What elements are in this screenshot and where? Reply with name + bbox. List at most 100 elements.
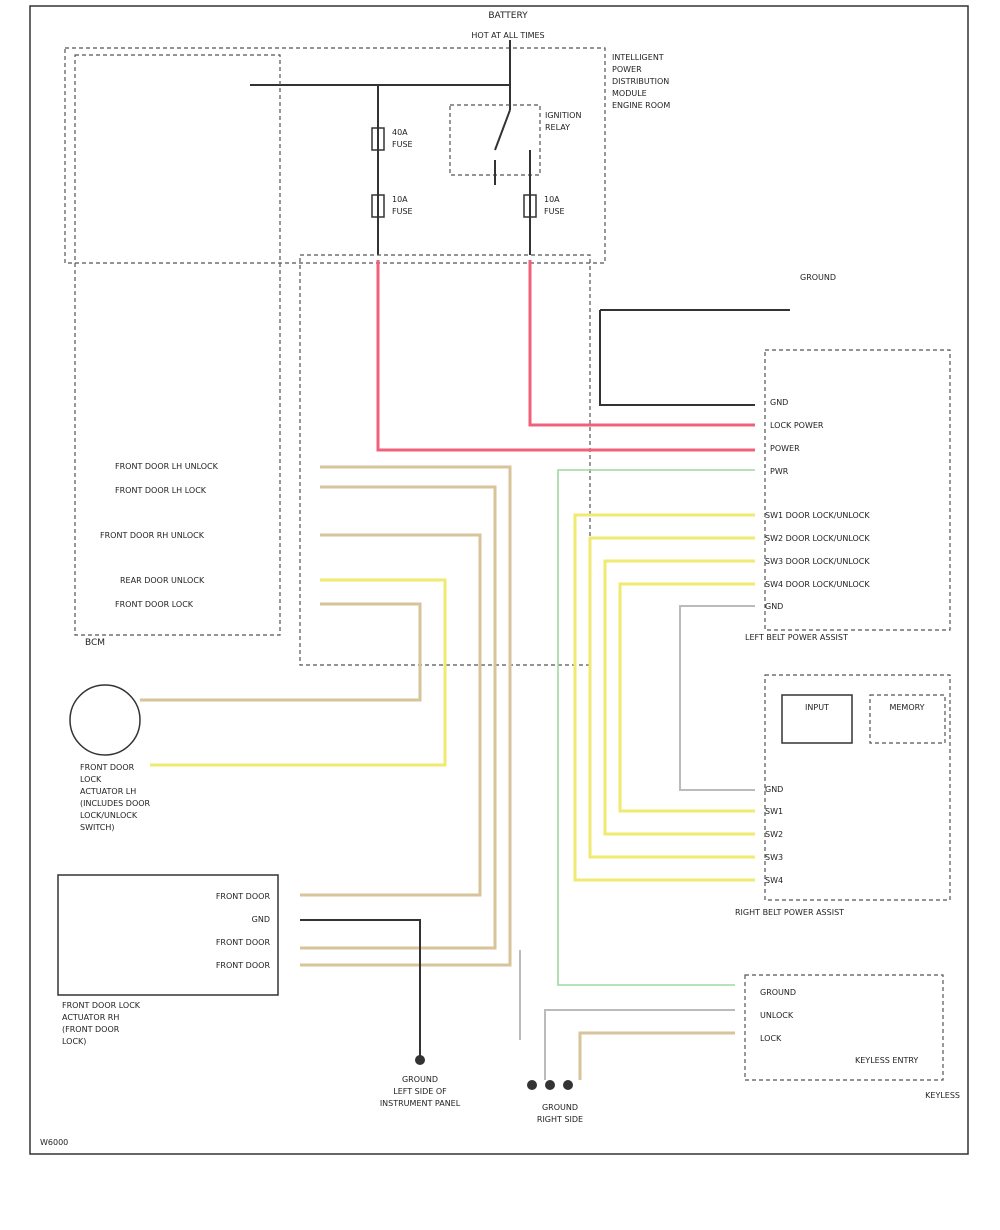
door-actuator-label: FRONT DOOR LOCK ACTUATOR LH (INCLUDES DO… bbox=[80, 763, 151, 832]
svg-text:LOCK/UNLOCK: LOCK/UNLOCK bbox=[80, 811, 138, 820]
svg-text:RIGHT SIDE: RIGHT SIDE bbox=[537, 1115, 583, 1124]
svg-text:RELAY: RELAY bbox=[545, 123, 570, 132]
input-block-label: INPUT bbox=[805, 703, 829, 712]
ipdm-box bbox=[64, 47, 606, 264]
left-module-box bbox=[764, 349, 951, 631]
switch-wire-3 bbox=[603, 559, 755, 836]
ground-point-1-label: GROUND LEFT SIDE OF INSTRUMENT PANEL bbox=[380, 1075, 461, 1108]
svg-text:10A: 10A bbox=[392, 195, 408, 204]
fuse-2: 10A FUSE bbox=[371, 194, 413, 218]
ground-point-2a bbox=[527, 1080, 537, 1090]
bcm-pin-1: FRONT DOOR LH UNLOCK bbox=[115, 462, 219, 471]
svg-text:ACTUATOR RH: ACTUATOR RH bbox=[62, 1013, 119, 1022]
svg-text:ACTUATOR LH: ACTUATOR LH bbox=[80, 787, 136, 796]
svg-text:SW4: SW4 bbox=[765, 876, 783, 885]
svg-text:POWER: POWER bbox=[612, 65, 642, 74]
svg-text:FRONT DOOR LOCK: FRONT DOOR LOCK bbox=[62, 1001, 141, 1010]
svg-text:FRONT DOOR: FRONT DOOR bbox=[216, 892, 271, 901]
ground-point-2b bbox=[545, 1080, 555, 1090]
bcm-title: BCM bbox=[85, 638, 105, 648]
switch-wire-4 bbox=[618, 582, 755, 813]
bottom-module-box bbox=[744, 974, 944, 1081]
wire-lh-unlock bbox=[300, 465, 512, 967]
corner-id-right: KEYLESS bbox=[925, 1091, 960, 1100]
svg-text:(FRONT DOOR: (FRONT DOOR bbox=[62, 1025, 120, 1034]
left-module-pin-1: GND bbox=[770, 398, 788, 407]
memory-block bbox=[869, 694, 946, 744]
ground-label-top: GROUND bbox=[800, 273, 836, 282]
svg-text:GROUND: GROUND bbox=[760, 988, 796, 997]
svg-text:FRONT DOOR: FRONT DOOR bbox=[216, 938, 271, 947]
svg-text:FRONT DOOR: FRONT DOOR bbox=[80, 763, 135, 772]
right-module-box bbox=[764, 674, 951, 901]
wire-unlock-bottom bbox=[544, 1009, 735, 1080]
svg-text:INTELLIGENT: INTELLIGENT bbox=[612, 53, 664, 62]
svg-text:LOCK: LOCK bbox=[760, 1034, 782, 1043]
wire-rh-unlock bbox=[300, 533, 482, 897]
left-module-pin-4: PWR bbox=[770, 467, 789, 476]
bottom-module-title: KEYLESS ENTRY bbox=[855, 1056, 918, 1065]
svg-text:UNLOCK: UNLOCK bbox=[760, 1011, 794, 1020]
ipdm-title: INTELLIGENT POWER DISTRIBUTION MODULE EN… bbox=[612, 53, 670, 110]
wire-lock-bottom bbox=[578, 1031, 735, 1080]
relay-contact bbox=[494, 109, 531, 255]
svg-text:SW3 DOOR LOCK/UNLOCK: SW3 DOOR LOCK/UNLOCK bbox=[765, 557, 870, 566]
right-module-pins: GND SW1 SW2 SW3 SW4 bbox=[765, 785, 783, 885]
bcm-left-area bbox=[74, 54, 281, 636]
rear-door-pins: FRONT DOOR GND FRONT DOOR FRONT DOOR bbox=[216, 892, 271, 970]
svg-text:GROUND: GROUND bbox=[542, 1103, 578, 1112]
switch-wire-gnd bbox=[679, 605, 755, 791]
bcm-pin-3: FRONT DOOR RH UNLOCK bbox=[100, 531, 205, 540]
svg-text:DISTRIBUTION: DISTRIBUTION bbox=[612, 77, 669, 86]
svg-text:(INCLUDES DOOR: (INCLUDES DOOR bbox=[80, 799, 151, 808]
svg-text:GND: GND bbox=[765, 785, 783, 794]
ground-point-1 bbox=[415, 1055, 425, 1065]
svg-text:ENGINE ROOM: ENGINE ROOM bbox=[612, 101, 670, 110]
svg-text:GND: GND bbox=[252, 915, 270, 924]
power-wire-1 bbox=[376, 260, 755, 452]
svg-text:INSTRUMENT PANEL: INSTRUMENT PANEL bbox=[380, 1099, 461, 1108]
signal-wire-green bbox=[557, 469, 755, 986]
right-module-title: RIGHT BELT POWER ASSIST bbox=[735, 908, 844, 917]
svg-text:LOCK: LOCK bbox=[80, 775, 102, 784]
svg-text:MODULE: MODULE bbox=[612, 89, 647, 98]
wire-rear-unlock bbox=[150, 578, 447, 767]
diagram-frame bbox=[29, 5, 969, 1155]
rear-door-label: FRONT DOOR LOCK ACTUATOR RH (FRONT DOOR … bbox=[62, 1001, 141, 1046]
left-module-title: LEFT BELT POWER ASSIST bbox=[745, 633, 848, 642]
svg-text:10A: 10A bbox=[544, 195, 560, 204]
power-wire-2 bbox=[528, 260, 755, 427]
svg-text:GND: GND bbox=[765, 602, 783, 611]
ground-wire-top bbox=[599, 309, 790, 406]
svg-text:40A: 40A bbox=[392, 128, 408, 137]
door-actuator-lh bbox=[69, 684, 141, 756]
switch-labels: SW1 DOOR LOCK/UNLOCK SW2 DOOR LOCK/UNLOC… bbox=[765, 511, 870, 611]
svg-text:FRONT DOOR: FRONT DOOR bbox=[216, 961, 271, 970]
svg-text:LEFT SIDE OF: LEFT SIDE OF bbox=[393, 1087, 447, 1096]
relay-label: IGNITION RELAY bbox=[545, 111, 581, 132]
battery-sub: HOT AT ALL TIMES bbox=[471, 31, 544, 40]
memory-block-label: MEMORY bbox=[889, 703, 924, 712]
svg-text:SW3: SW3 bbox=[765, 853, 783, 862]
svg-text:SW4 DOOR LOCK/UNLOCK: SW4 DOOR LOCK/UNLOCK bbox=[765, 580, 870, 589]
input-block bbox=[781, 694, 853, 744]
rear-door-box bbox=[57, 874, 279, 996]
wire-front-lock bbox=[140, 602, 422, 702]
switch-wire-1 bbox=[573, 513, 755, 882]
svg-text:SWITCH): SWITCH) bbox=[80, 823, 115, 832]
svg-text:FUSE: FUSE bbox=[392, 207, 413, 216]
bcm-pin-2: FRONT DOOR LH LOCK bbox=[115, 486, 207, 495]
svg-text:LOCK): LOCK) bbox=[62, 1037, 86, 1046]
ground-point-2c bbox=[563, 1080, 573, 1090]
battery-bus bbox=[250, 40, 511, 86]
svg-text:SW1 DOOR LOCK/UNLOCK: SW1 DOOR LOCK/UNLOCK bbox=[765, 511, 870, 520]
battery-label: BATTERY bbox=[488, 11, 528, 21]
svg-text:SW2: SW2 bbox=[765, 830, 783, 839]
svg-text:SW2 DOOR LOCK/UNLOCK: SW2 DOOR LOCK/UNLOCK bbox=[765, 534, 870, 543]
svg-text:GROUND: GROUND bbox=[402, 1075, 438, 1084]
corner-id-left: W6000 bbox=[40, 1138, 68, 1147]
switch-wire-2 bbox=[588, 536, 755, 859]
svg-text:FUSE: FUSE bbox=[544, 207, 565, 216]
left-module-pin-3: POWER bbox=[770, 444, 800, 453]
